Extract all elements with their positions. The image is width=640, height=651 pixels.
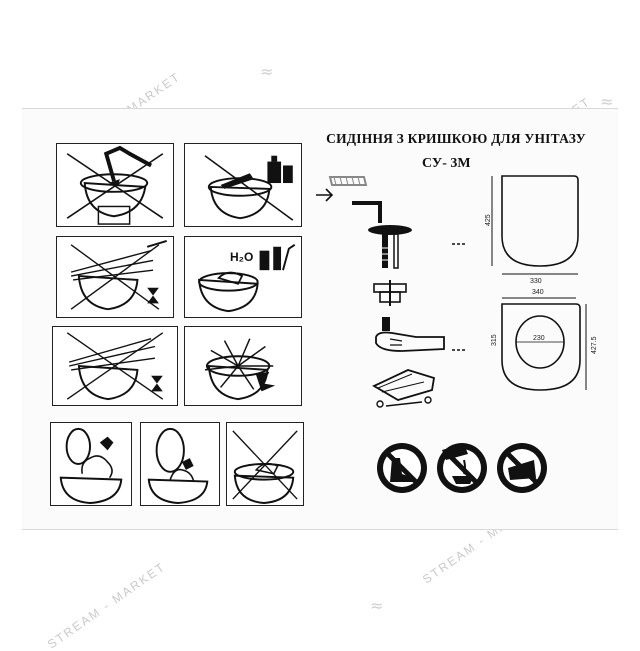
bottom-view-length-label: 427.5 bbox=[591, 336, 598, 354]
instruction-panel-3 bbox=[56, 236, 174, 318]
hand-tightening-figure bbox=[372, 315, 452, 357]
arrow-icon bbox=[452, 346, 466, 354]
nut-assembly-figure bbox=[370, 280, 410, 306]
top-view-width-label: 330 bbox=[530, 278, 542, 285]
instruction-panel-7 bbox=[50, 422, 132, 506]
bottom-view-inner-length-label: 315 bbox=[491, 334, 498, 346]
model-number: СУ- 3М bbox=[422, 156, 471, 171]
instruction-panel-1 bbox=[56, 143, 174, 227]
instruction-panel-5 bbox=[52, 326, 178, 406]
instruction-panel-4 bbox=[184, 236, 302, 318]
seat-installation-figure bbox=[368, 362, 440, 414]
instruction-panel-8 bbox=[140, 422, 220, 506]
bottom-view-inner-width-label: 230 bbox=[533, 335, 545, 342]
no-pouring-icon bbox=[434, 440, 490, 496]
no-hot-items-icon bbox=[494, 440, 550, 496]
water-label: H₂O bbox=[230, 250, 254, 264]
document-title: СИДІННЯ З КРИШКОЮ ДЛЯ УНІТАЗУ bbox=[326, 131, 586, 146]
seat-top-view-drawing: 425 330 bbox=[478, 170, 588, 286]
instruction-panel-6 bbox=[184, 326, 302, 406]
watermark-logo-icon: ≈ bbox=[370, 596, 384, 615]
instruction-panel-9 bbox=[226, 422, 304, 506]
seat-bottom-view-drawing: 340 230 315 427.5 bbox=[478, 286, 598, 398]
top-view-length-label: 425 bbox=[485, 214, 492, 226]
watermark-logo-icon: ≈ bbox=[260, 62, 274, 81]
no-boots-icon bbox=[374, 440, 430, 496]
watermark-logo-icon: ≈ bbox=[600, 92, 614, 111]
instruction-panel-2 bbox=[184, 143, 302, 227]
seat-hinge-bolt-figure bbox=[362, 220, 422, 278]
arrow-icon bbox=[452, 240, 466, 248]
watermark: STREAM - MARKET bbox=[45, 559, 169, 651]
bottom-view-width-label: 340 bbox=[532, 289, 544, 296]
mounting-bolt-figure bbox=[312, 165, 422, 225]
